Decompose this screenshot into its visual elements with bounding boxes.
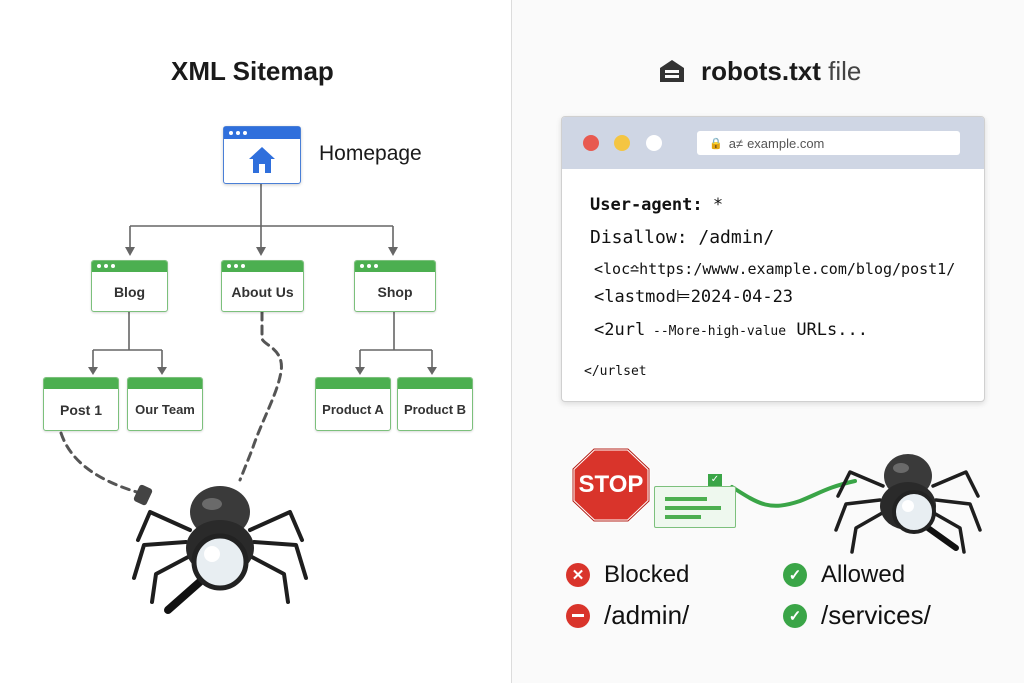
node-product-b[interactable]: Product B — [397, 377, 473, 431]
browser-toolbar: 🔒 a≠ example.com — [562, 117, 984, 169]
maximize-button[interactable] — [646, 135, 662, 151]
check-icon-small: ✓ — [708, 474, 722, 486]
node-team-label: Our Team — [135, 402, 195, 417]
url-text: example.com — [747, 135, 825, 151]
user-agent-value: * — [702, 195, 724, 215]
legend-blocked: ✕ Blocked — [566, 561, 689, 589]
loc-line: <loc≏https:/wwww.example.com/blog/post1/ — [594, 260, 956, 278]
url-comment: --More-high-value — [645, 324, 787, 339]
node-product-a[interactable]: Product A — [315, 377, 391, 431]
url-line: <2url --More-high-value URLs... — [594, 320, 868, 340]
homepage-label: Homepage — [319, 142, 422, 165]
user-agent-key: User-agent: — [590, 195, 703, 215]
robots-title-bold: robots.txt — [701, 56, 821, 86]
node-blog-label: Blog — [113, 283, 146, 300]
minus-circle-icon — [566, 603, 590, 628]
user-agent-line: User-agent: * — [590, 195, 723, 215]
sitemap-title: XML Sitemap — [171, 56, 334, 86]
stop-sign-icon: STOP — [571, 447, 651, 528]
node-about-us[interactable]: About Us — [221, 260, 304, 312]
sitemap-connectors — [59, 183, 437, 506]
node-about-label: About Us — [231, 283, 294, 300]
close-button[interactable] — [583, 135, 599, 151]
robots-title-rest: file — [820, 56, 862, 86]
robots-browser-window: 🔒 a≠ example.com User-agent: * Disallow:… — [561, 116, 985, 402]
legend-allowed-label: Allowed — [821, 561, 906, 588]
x-circle-icon: ✕ — [566, 563, 590, 587]
node-shop[interactable]: Shop — [354, 260, 436, 312]
robots-title: robots.txt file — [701, 56, 861, 87]
node-our-team[interactable]: Our Team — [127, 377, 203, 431]
lastmod-value: 2024-04-23 — [690, 287, 794, 307]
node-shop-label: Shop — [377, 283, 413, 300]
legend-blocked-path: /admin/ — [566, 600, 689, 631]
node-blog[interactable]: Blog — [91, 260, 168, 312]
lastmod-line: <lastmod⊨2024-04-23 — [594, 287, 793, 307]
legend-blocked-label: Blocked — [604, 561, 690, 588]
check-circle-icon-2: ✓ — [783, 603, 807, 628]
crawler-spider-icon — [132, 486, 308, 614]
legend-allowed-path-label: /services/ — [821, 600, 931, 630]
sitemap-panel — [0, 0, 511, 683]
robot-icon — [660, 60, 684, 82]
address-bar[interactable]: 🔒 a≠ example.com — [697, 131, 960, 155]
url-key: <2url — [594, 320, 646, 340]
homepage-titlebar — [224, 127, 300, 139]
homepage-node[interactable] — [223, 126, 301, 184]
legend-allowed-path: ✓ /services/ — [783, 600, 931, 631]
minimize-button[interactable] — [614, 135, 630, 151]
disallow-line: Disallow: /admin/ — [590, 227, 775, 248]
lock-icon: 🔒 — [709, 137, 723, 150]
home-icon — [249, 147, 275, 173]
stop-label: STOP — [578, 471, 644, 498]
legend-blocked-path-label: /admin/ — [604, 600, 690, 630]
legend-allowed: ✓ Allowed — [783, 561, 905, 589]
node-post1-label: Post 1 — [59, 401, 102, 418]
node-post-1[interactable]: Post 1 — [43, 377, 119, 431]
lastmod-key: <lastmod⊨ — [594, 287, 691, 307]
node-productb-label: Product B — [403, 402, 467, 417]
url-prefix: a≠ — [728, 135, 744, 151]
check-circle-icon: ✓ — [783, 563, 807, 587]
allowed-doc-icon — [654, 486, 736, 528]
panel-divider — [511, 0, 512, 683]
url-tail: URLs... — [786, 320, 868, 340]
crawl-path — [730, 479, 857, 508]
urlset-line: </urlset — [584, 364, 647, 379]
crawler-spider-icon-right — [834, 454, 982, 554]
node-producta-label: Product A — [322, 402, 384, 417]
